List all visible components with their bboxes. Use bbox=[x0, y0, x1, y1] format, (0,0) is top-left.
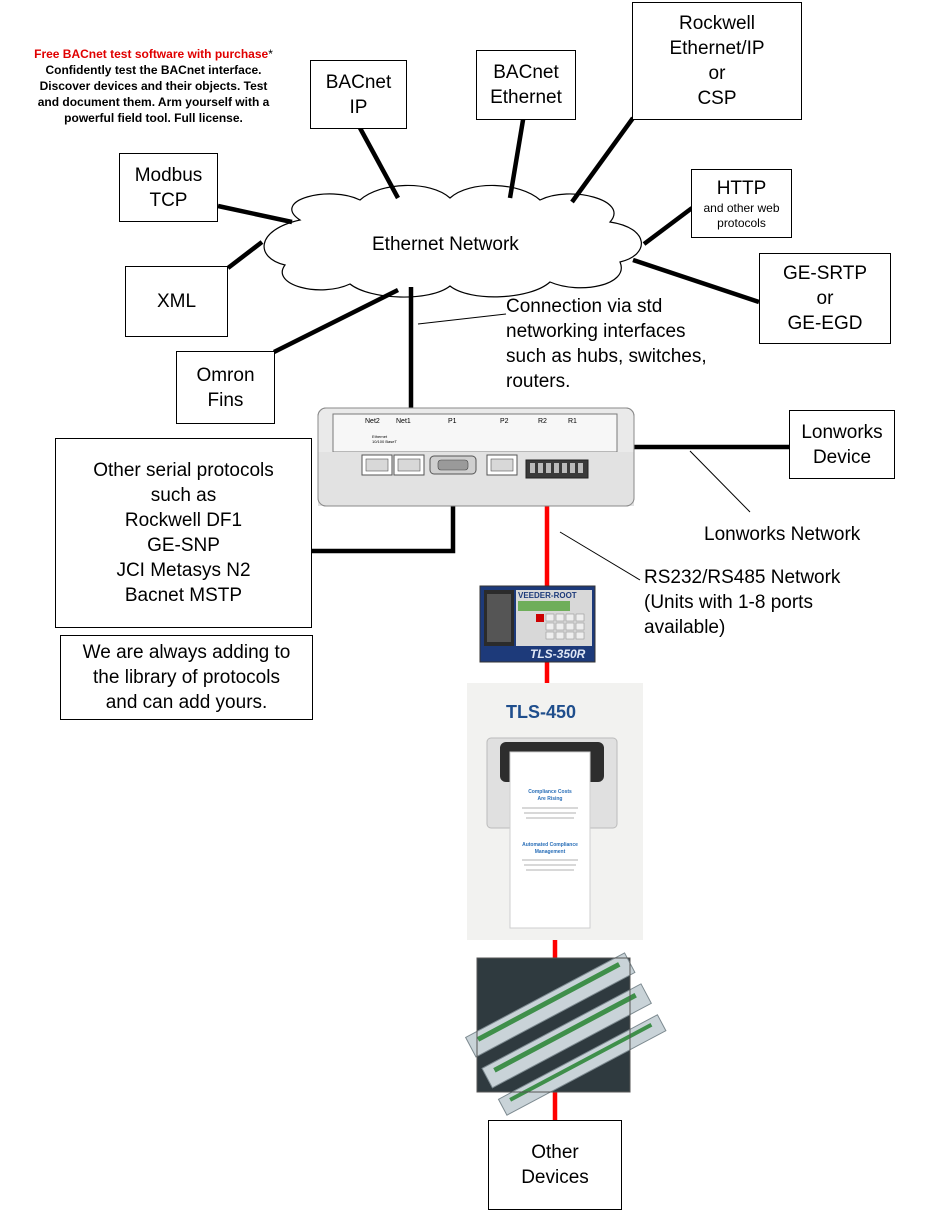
annotation-pointers bbox=[417, 313, 751, 581]
link-http bbox=[642, 206, 694, 246]
note-line: Connection via std bbox=[506, 296, 663, 317]
box-line: Ethernet bbox=[490, 87, 562, 108]
box-line: Bacnet MSTP bbox=[124, 585, 243, 606]
note-line: RS232/RS485 Network bbox=[644, 567, 841, 588]
gateway-device: Net2 Net1 P1 P2 R2 R1 Ethernet 10/100 Ba… bbox=[317, 407, 635, 507]
box-line: Other serial protocols bbox=[93, 460, 274, 481]
gateway-sublabel: 10/100 BaseT bbox=[372, 439, 397, 444]
bacnet-ethernet-box: BACnet Ethernet bbox=[476, 50, 576, 120]
box-line: such as bbox=[150, 485, 217, 506]
box-line: Omron bbox=[196, 364, 255, 386]
xml-box: XML bbox=[125, 266, 228, 337]
ethernet-network-label: Ethernet Network bbox=[372, 234, 519, 255]
tls450-device: TLS-450 Compliance Costs Are Rising Auto… bbox=[467, 683, 643, 940]
promo-line: Confidently test the BACnet interface. bbox=[45, 63, 262, 77]
box-line: GE-SNP bbox=[147, 535, 220, 556]
box-line: the library of protocols bbox=[93, 667, 280, 688]
paper-heading: Compliance Costs bbox=[528, 789, 572, 795]
box-line: XML bbox=[156, 291, 197, 312]
gateway-port-label: P1 bbox=[448, 418, 457, 425]
note-line: available) bbox=[644, 617, 726, 638]
box-line: Other bbox=[531, 1142, 579, 1163]
box-subline: and other web bbox=[703, 201, 780, 215]
gateway-port-label: R2 bbox=[538, 418, 547, 425]
ethernet-cloud bbox=[263, 184, 642, 298]
promo-asterisk: * bbox=[268, 47, 273, 61]
pointer-lonworks bbox=[689, 450, 751, 513]
ge-box: GE-SRTP or GE-EGD bbox=[759, 253, 891, 344]
promo-headline: Free BACnet test software with purchase bbox=[34, 47, 269, 61]
rs-network-note: RS232/RS485 Network (Units with 1-8 port… bbox=[644, 565, 840, 640]
box-subline: protocols bbox=[717, 216, 766, 230]
promo-line: Discover devices and their objects. Test bbox=[39, 79, 268, 93]
tls450-model: TLS-450 bbox=[506, 702, 576, 722]
paper-heading: Are Rising bbox=[537, 796, 562, 802]
box-line: IP bbox=[349, 96, 368, 118]
note-line: such as hubs, switches, bbox=[506, 346, 707, 367]
box-line: We are always adding to bbox=[82, 642, 291, 663]
link-bacnet-ip bbox=[358, 126, 400, 200]
lonworks-device-box: Lonworks Device bbox=[789, 410, 895, 479]
note-line: networking interfaces bbox=[506, 321, 686, 342]
box-line: Modbus bbox=[134, 164, 203, 186]
serial-protocols-box: Other serial protocols such as Rockwell … bbox=[55, 438, 312, 628]
pointer-connection bbox=[417, 313, 507, 325]
box-line: BACnet bbox=[493, 62, 559, 83]
other-devices-box: Other Devices bbox=[488, 1120, 622, 1210]
link-rockwell bbox=[570, 116, 635, 204]
box-line: JCI Metasys N2 bbox=[116, 560, 251, 581]
link-xml bbox=[226, 240, 264, 270]
protocol-library-box: We are always adding to the library of p… bbox=[60, 635, 313, 720]
box-line: Ethernet/IP bbox=[669, 38, 765, 59]
box-line: CSP bbox=[697, 88, 737, 109]
link-bacnet-ethernet bbox=[507, 107, 528, 199]
box-line: Device bbox=[812, 446, 872, 468]
io-modules-device bbox=[464, 952, 667, 1116]
box-line: Rockwell DF1 bbox=[124, 510, 243, 531]
promo-line: powerful field tool. Full license. bbox=[64, 111, 243, 125]
box-line: Lonworks bbox=[801, 421, 883, 443]
link-ge bbox=[632, 257, 760, 305]
tls350-device: VEEDER-ROOT TLS-350R bbox=[479, 585, 596, 663]
note-line: (Units with 1-8 ports bbox=[644, 592, 813, 613]
box-line: Rockwell bbox=[678, 13, 756, 34]
tls350-model: TLS-350R bbox=[530, 647, 586, 661]
promo-line: and document them. Arm yourself with a bbox=[37, 95, 270, 109]
box-line: BACnet bbox=[325, 71, 392, 93]
link-modbus bbox=[217, 203, 293, 225]
gateway-port-label: R1 bbox=[568, 418, 577, 425]
box-line: Devices bbox=[521, 1167, 589, 1188]
connection-note: Connection via std networking interfaces… bbox=[506, 294, 707, 394]
box-line: Fins bbox=[207, 389, 244, 411]
modbus-tcp-box: Modbus TCP bbox=[119, 153, 218, 222]
pointer-rs-network bbox=[559, 531, 641, 581]
promo-text: Free BACnet test software with purchase*… bbox=[6, 46, 301, 126]
box-line: HTTP bbox=[716, 178, 767, 199]
gateway-sublabel: Ethernet bbox=[372, 434, 388, 439]
paper-heading: Automated Compliance bbox=[522, 842, 578, 848]
rockwell-box: Rockwell Ethernet/IP or CSP bbox=[632, 2, 802, 120]
omron-fins-box: Omron Fins bbox=[176, 351, 275, 424]
bacnet-ip-box: BACnet IP bbox=[310, 60, 407, 129]
lonworks-network-label: Lonworks Network bbox=[704, 524, 861, 545]
box-line: GE-SRTP bbox=[782, 263, 868, 284]
box-line: or bbox=[816, 288, 834, 309]
box-line: and can add yours. bbox=[105, 692, 268, 713]
box-line: or bbox=[708, 63, 726, 84]
gateway-port-label: Net1 bbox=[396, 418, 411, 425]
paper-heading: Management bbox=[535, 849, 566, 855]
ethernet-links bbox=[217, 107, 760, 462]
tls350-brand: VEEDER-ROOT bbox=[518, 591, 577, 600]
link-omron bbox=[272, 287, 400, 355]
box-line: GE-EGD bbox=[787, 313, 863, 334]
box-line: TCP bbox=[149, 189, 188, 211]
note-line: routers. bbox=[506, 371, 571, 392]
gateway-port-label: Net2 bbox=[365, 418, 380, 425]
gateway-port-label: P2 bbox=[500, 418, 509, 425]
http-box: HTTP and other web protocols bbox=[691, 169, 792, 238]
